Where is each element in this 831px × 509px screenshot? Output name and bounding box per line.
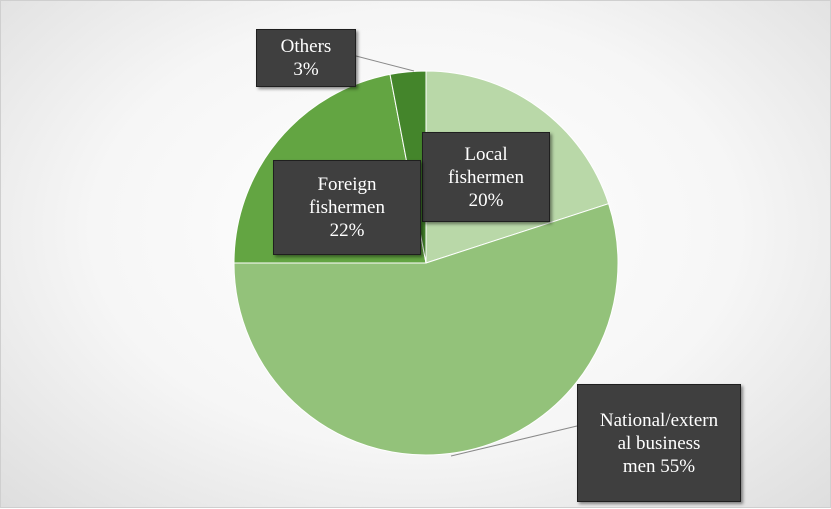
leader-line-national	[450, 425, 578, 457]
data-label-national-business-men: National/extern al business men 55%	[577, 384, 741, 502]
data-label-line: Local	[464, 143, 508, 165]
data-label-line: men 55%	[622, 455, 696, 477]
data-label-line: 22%	[329, 220, 365, 241]
data-label-line: Foreign	[317, 174, 377, 195]
data-label-local-fishermen: Local fishermen 20%	[422, 132, 550, 222]
data-label-line: al business	[617, 432, 701, 454]
data-label-line: fishermen	[448, 166, 524, 188]
data-label-line: 20%	[468, 189, 504, 211]
data-label-line: 3%	[293, 59, 319, 80]
data-label-foreign-fishermen: Foreign fishermen 22%	[273, 160, 421, 255]
pie-slice-national-external-business-men	[233, 203, 619, 456]
pie-slices	[233, 70, 619, 456]
data-label-others: Others 3%	[256, 29, 356, 87]
data-label-line: Others	[280, 36, 332, 57]
leader-line-others	[355, 55, 415, 72]
data-label-line: fishermen	[309, 197, 385, 218]
data-label-line: National/extern	[599, 409, 719, 431]
leader-lines	[355, 55, 578, 457]
